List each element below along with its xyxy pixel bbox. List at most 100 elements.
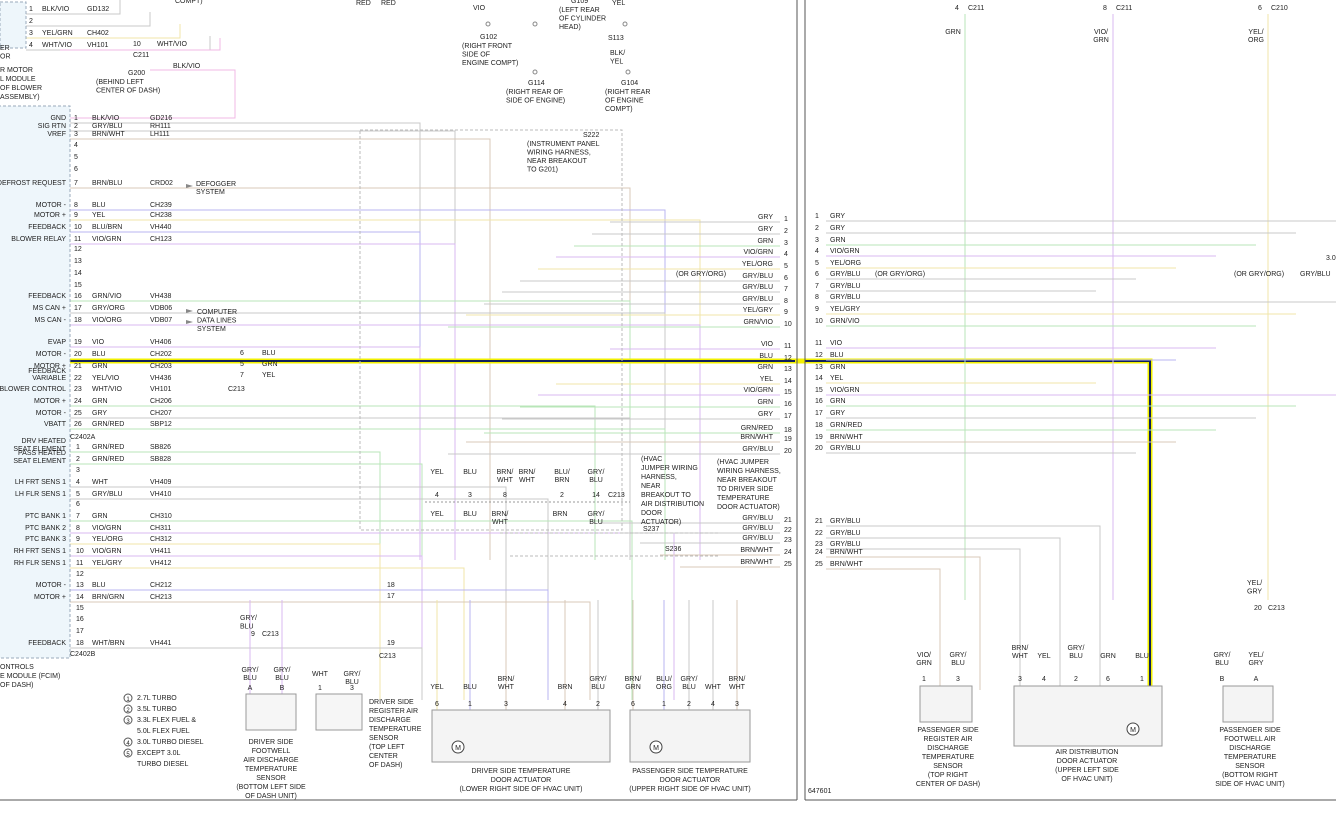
bus-number: 14 [815, 375, 823, 382]
pin-number: 6 [76, 501, 80, 508]
wire-connector-a [70, 243, 456, 560]
sensor-caption: OF DASH) [369, 762, 402, 769]
wire-color-label: GRN [757, 238, 773, 245]
pin-number: 6 [240, 350, 244, 357]
bus-number: 5 [815, 260, 819, 267]
harness-note: (HVAC JUMPER [717, 459, 769, 466]
pin-number: 20 [1254, 605, 1262, 612]
frame-layer [0, 0, 1336, 801]
circuit-code: VH101 [87, 42, 109, 49]
circuit-code: CH123 [150, 236, 172, 243]
pin-number: 3 [76, 467, 80, 474]
bus-number: 21 [815, 518, 823, 525]
bus-number: 23 [784, 537, 792, 544]
pin-function-label: GND [50, 115, 66, 122]
pin-number: 24 [74, 398, 82, 405]
wire-color-label: BRN/WHT [830, 434, 863, 441]
pin-number: 8 [503, 492, 507, 499]
sensor-caption: DISCHARGE [369, 717, 411, 724]
highlight-wire-core [70, 360, 1151, 686]
bus-number: 3 [815, 237, 819, 244]
circuit-code: CH202 [150, 351, 172, 358]
pin-number: 6 [1258, 5, 1262, 12]
bus-number: 9 [815, 306, 819, 313]
wire-color-label: BRN [558, 684, 573, 691]
connector-label: C213 [228, 386, 245, 393]
wire-color-label: RED [356, 0, 371, 7]
wire-color-label: BRN/ [1012, 645, 1029, 652]
wire-color-label: VIO/ORG [92, 317, 122, 324]
wire-color-label: GRY/BLU [1300, 271, 1331, 278]
connector-label: C211 [968, 5, 984, 12]
wire-connector-b [70, 498, 549, 700]
pin-number: 12 [76, 571, 84, 578]
circuit-code: VH409 [150, 479, 172, 486]
wire-color-label: GRY/ [588, 469, 605, 476]
wire-color-label: VIO/GRN [92, 236, 122, 243]
wire-color-label: BRN/BLU [92, 180, 122, 187]
wire-color-label: BLU [1135, 653, 1149, 660]
wire-color-label: GRY [92, 410, 107, 417]
passenger-caption: PASSENGER SIDE TEMPERATURE [632, 768, 748, 775]
harness-note: NEAR BREAKOUT [717, 477, 778, 484]
circuit-code: VH101 [150, 386, 172, 393]
wire-color-label: BLK/VIO [92, 115, 120, 122]
bus-number: 12 [784, 355, 792, 362]
wire-color-label: WHT [312, 671, 329, 678]
air-dist-caption: OF HVAC UNIT) [1061, 776, 1112, 783]
wire-color-label: BRN/WHT [740, 559, 773, 566]
bus-number: 17 [815, 410, 823, 417]
pin-function-label: PTC BANK 2 [25, 525, 66, 532]
circuit-code: VH440 [150, 224, 172, 231]
circuit-code: CH206 [150, 398, 172, 405]
pin-function-label: DRV HEATED [22, 438, 66, 445]
wire-color-label: GRY/ [590, 676, 607, 683]
wire-color-label: GRY/BLU [742, 296, 773, 303]
wire-color-label: GRN [92, 513, 108, 520]
wire-color-label: BLK/VIO [173, 63, 201, 70]
pin-number: A [248, 685, 253, 692]
wire-color-label: GRY/BLU [830, 445, 861, 452]
wire-connector-a [70, 405, 596, 560]
connector-label: C211 [133, 52, 149, 59]
pin-function-label: FEEDBACK [28, 368, 66, 375]
sensor-caption: DRIVER SIDE [249, 739, 294, 746]
wire-connector-a [70, 324, 701, 560]
pin-function-label: MOTOR + [34, 594, 66, 601]
wire-color-label: GRN/RED [92, 444, 124, 451]
driver-actuator-box [431, 709, 611, 763]
wire-color-label: GRN [1093, 37, 1109, 44]
wire-connector-b [70, 451, 381, 700]
pin-number: 6 [1106, 676, 1110, 683]
pass-register-sensor-box [919, 685, 973, 723]
wire-color-label: YEL [760, 376, 773, 383]
pin-number: 2 [29, 18, 33, 25]
harness-note: AIR DISTRIBUTION [641, 501, 704, 508]
circuit-code: LH111 [150, 131, 170, 138]
wire-color-label: BLU [463, 511, 477, 518]
bus-number: 22 [815, 530, 823, 537]
pin-number: 7 [74, 180, 78, 187]
pin-number: 18 [76, 640, 84, 647]
wire-color-label: VIO/GRN [830, 248, 860, 255]
pin-number: 13 [74, 258, 82, 265]
blower-side-label: ER [0, 45, 10, 52]
circuit-code: CH310 [150, 513, 172, 520]
ground-symbol-icon [485, 21, 491, 27]
wire-color-label: GRN [92, 398, 108, 405]
pin-number: A [1254, 676, 1259, 683]
bus-number: 21 [784, 517, 792, 524]
bus-number: 4 [784, 251, 788, 258]
wire-color-label: WHT [498, 684, 515, 691]
wire-color-label: BLU [463, 469, 477, 476]
system-label: SYSTEM [197, 326, 226, 333]
harness-note: HARNESS, [641, 474, 677, 481]
pin-number: 5 [74, 154, 78, 161]
pass-footwell-sensor-caption: PASSENGER SIDE [1219, 727, 1281, 734]
pin-function-label: MS CAN - [35, 317, 67, 324]
bus-number: 13 [815, 364, 823, 371]
pin-function-label: SEAT ELEMENT [13, 458, 66, 465]
passenger-motor-icon [649, 740, 663, 754]
pin-number: 10 [76, 548, 84, 555]
bus-number: 2 [784, 228, 788, 235]
